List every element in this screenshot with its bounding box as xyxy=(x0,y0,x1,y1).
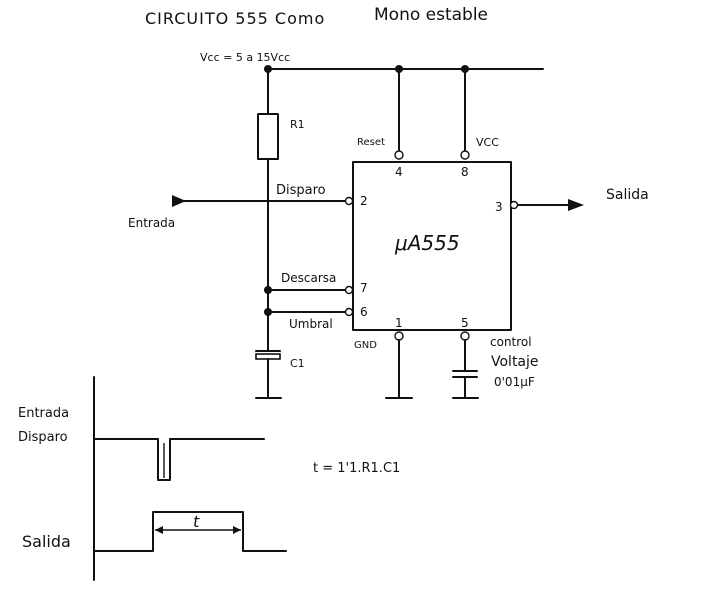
title-part1: CIRCUITO 555 Como xyxy=(145,9,325,28)
pin-gnd-name: GND xyxy=(354,340,377,351)
chip-555 xyxy=(352,161,512,331)
timing-formula: t = 1'1.R1.C1 xyxy=(313,461,400,476)
c1-label: C1 xyxy=(290,357,305,370)
output-arrow-icon xyxy=(568,199,584,211)
timing-trigger-label-1: Entrada xyxy=(18,406,69,421)
input-label: Entrada xyxy=(128,216,175,230)
cap-text-value: 0'01μF xyxy=(494,375,535,389)
pin-vcc xyxy=(460,150,470,160)
arrowhead-left-icon xyxy=(155,526,163,534)
output-waveform xyxy=(93,511,287,552)
supply-label: Vcc = 5 a 15Vcc xyxy=(200,51,290,64)
pin-threshold-num: 6 xyxy=(360,305,368,319)
pin-threshold xyxy=(344,307,354,317)
pin-reset-num: 4 xyxy=(395,165,403,179)
pin-control-num: 5 xyxy=(461,316,469,330)
pin-trigger-num: 2 xyxy=(360,194,368,208)
resistor-r1 xyxy=(257,113,279,160)
timing-trigger-label-2: Disparo xyxy=(18,430,68,445)
timing-output-label: Salida xyxy=(22,532,71,551)
pin-reset xyxy=(394,150,404,160)
r1-label: R1 xyxy=(290,118,305,131)
pin-control-name: control xyxy=(490,335,532,349)
pin-threshold-name: Umbral xyxy=(289,317,333,331)
pin-vcc-name: VCC xyxy=(476,136,499,149)
pin-reset-name: Reset xyxy=(357,137,385,148)
pin-vcc-num: 8 xyxy=(461,165,469,179)
chip-label: μA555 xyxy=(394,231,460,255)
pin-control xyxy=(460,331,470,341)
pin-trigger xyxy=(344,196,354,206)
cap-text-voltaje: Voltaje xyxy=(491,354,539,370)
trigger-waveform xyxy=(93,438,265,481)
output-label: Salida xyxy=(606,187,649,203)
pin-gnd xyxy=(394,331,404,341)
arrowhead-right-icon xyxy=(233,526,241,534)
title-part2: Mono estable xyxy=(374,5,488,25)
pin-trigger-name: Disparo xyxy=(276,183,326,198)
pin-output-num: 3 xyxy=(495,200,503,214)
pin-output xyxy=(509,200,519,210)
pulse-width-label: t xyxy=(193,512,200,531)
pin-discharge-name: Descarsa xyxy=(281,271,336,285)
pin-gnd-num: 1 xyxy=(395,316,403,330)
pin-discharge xyxy=(344,285,354,295)
pin-discharge-num: 7 xyxy=(360,281,368,295)
